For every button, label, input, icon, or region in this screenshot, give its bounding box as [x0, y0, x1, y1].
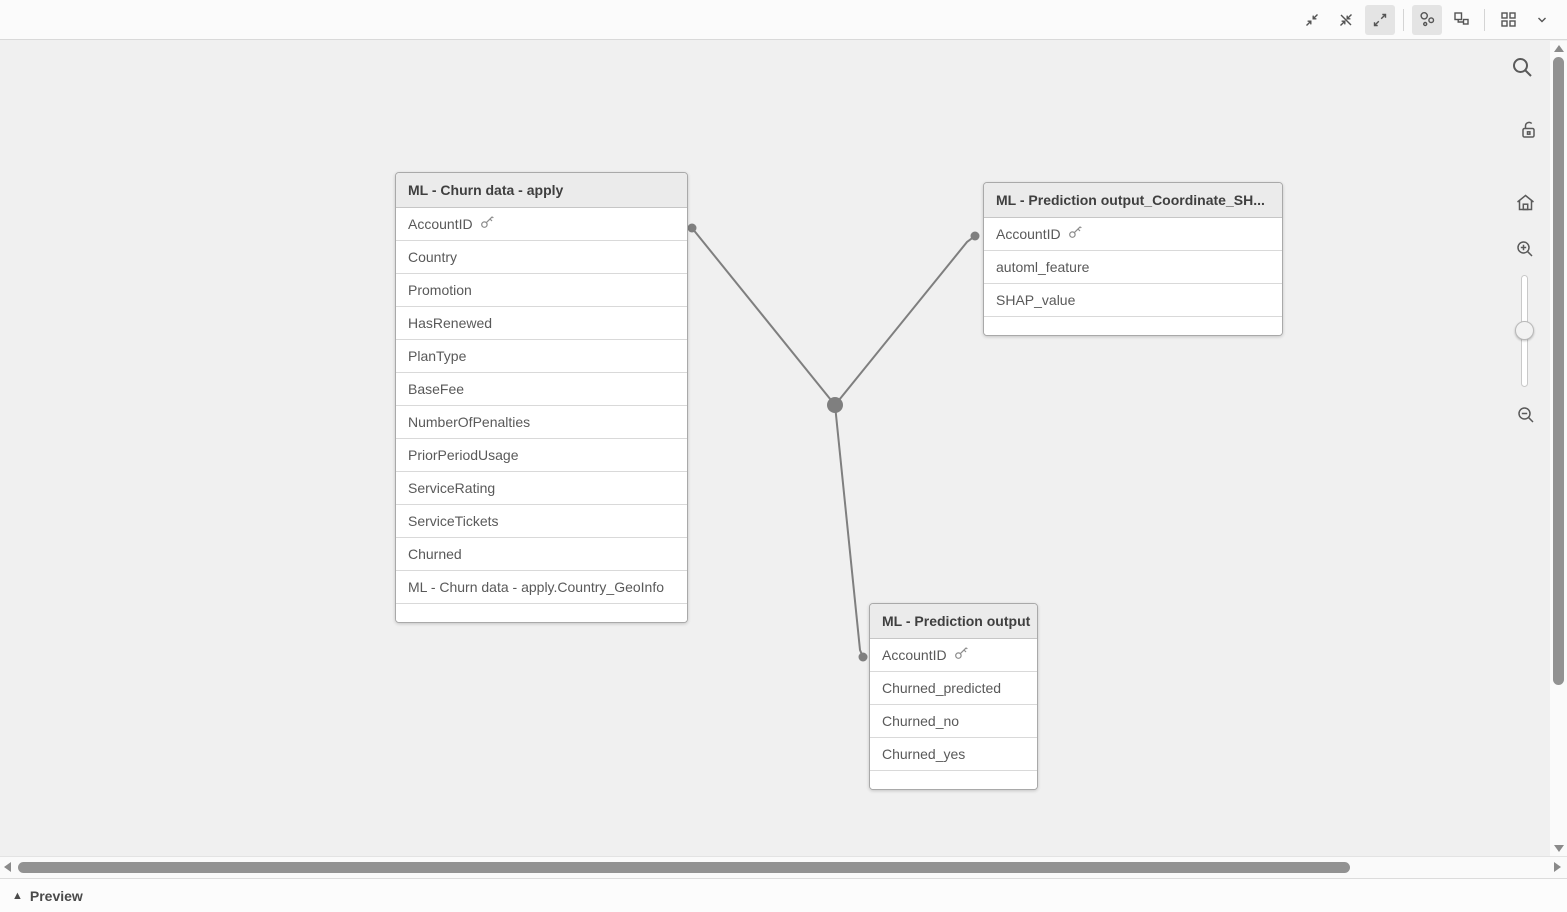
empty-row: [984, 317, 1282, 335]
key-icon: [1068, 218, 1083, 250]
vertical-scrollbar[interactable]: [1550, 41, 1567, 856]
table-ml-prediction-output[interactable]: ML - Prediction output AccountID Churned_…: [869, 603, 1038, 790]
field-row-automl-feature[interactable]: automl_feature: [984, 251, 1282, 284]
field-name: AccountID: [996, 226, 1061, 242]
field-name: Churned_yes: [882, 746, 966, 762]
field-name: automl_feature: [996, 259, 1090, 275]
field-row-accountid[interactable]: AccountID: [396, 208, 687, 241]
table-ml-prediction-output-coordinate-shap[interactable]: ML - Prediction output_Coordinate_SH... …: [983, 182, 1283, 336]
home-icon[interactable]: [1514, 191, 1537, 217]
chevron-down-icon[interactable]: [1527, 5, 1557, 35]
connector-endpoint: [687, 223, 697, 233]
field-name: Country: [408, 249, 458, 265]
field-name: ServiceRating: [408, 480, 496, 496]
key-icon: [954, 639, 969, 671]
connector-endpoint: [858, 652, 868, 662]
zoom-slider-thumb[interactable]: [1515, 321, 1534, 340]
field-row-accountid[interactable]: AccountID: [870, 639, 1037, 672]
triangle-up-icon: ▲: [12, 889, 23, 902]
scroll-down-arrow-icon[interactable]: [1554, 845, 1564, 852]
field-row-priorperiodusage[interactable]: PriorPeriodUsage: [396, 439, 687, 472]
field-row-shap-value[interactable]: SHAP_value: [984, 284, 1282, 317]
table-header[interactable]: ML - Churn data - apply: [396, 173, 687, 208]
field-name: ServiceTickets: [408, 513, 499, 529]
table-ml-churn-data-apply[interactable]: ML - Churn data - apply AccountID Country…: [395, 172, 688, 623]
table-header[interactable]: ML - Prediction output: [870, 604, 1037, 639]
field-name: PriorPeriodUsage: [408, 447, 519, 463]
collapse-arrows-slash-icon[interactable]: [1331, 5, 1361, 35]
search-icon[interactable]: [1510, 55, 1535, 83]
field-name: BaseFee: [408, 381, 465, 397]
top-toolbar: [0, 0, 1567, 40]
field-row-churned-predicted[interactable]: Churned_predicted: [870, 672, 1037, 705]
preview-toggle-button[interactable]: ▲ Preview: [12, 888, 83, 904]
scroll-left-arrow-icon[interactable]: [4, 862, 11, 872]
scroll-right-arrow-icon[interactable]: [1554, 862, 1561, 872]
tables-view-icon[interactable]: [1446, 5, 1476, 35]
association-lines: [687, 223, 980, 662]
field-row-churned[interactable]: Churned: [396, 538, 687, 571]
grid-layout-icon[interactable]: [1493, 5, 1523, 35]
field-name: Churned: [408, 546, 462, 562]
connector-endpoint: [970, 231, 980, 241]
vertical-scrollbar-thumb[interactable]: [1553, 57, 1564, 685]
toolbar-divider: [1403, 8, 1404, 31]
field-row-churned-no[interactable]: Churned_no: [870, 705, 1037, 738]
horizontal-scrollbar-thumb[interactable]: [18, 862, 1350, 873]
field-name: ML - Churn data - apply.Country_GeoInfo: [408, 579, 665, 595]
field-name: AccountID: [408, 216, 473, 232]
field-row-ml-churn-data-apply-country-geoinfo[interactable]: ML - Churn data - apply.Country_GeoInfo: [396, 571, 687, 604]
zoom-in-icon[interactable]: [1515, 239, 1535, 262]
field-row-plantype[interactable]: PlanType: [396, 340, 687, 373]
field-name: AccountID: [882, 647, 947, 663]
table-header[interactable]: ML - Prediction output_Coordinate_SH...: [984, 183, 1282, 218]
expand-arrows-icon[interactable]: [1365, 4, 1395, 35]
field-row-hasrenewed[interactable]: HasRenewed: [396, 307, 687, 340]
bottom-bar: ▲ Preview: [0, 878, 1567, 912]
data-model-canvas[interactable]: ML - Churn data - apply AccountID Country…: [0, 41, 1567, 856]
empty-row: [870, 771, 1037, 789]
scroll-up-arrow-icon[interactable]: [1554, 45, 1564, 52]
unlock-icon[interactable]: [1516, 119, 1538, 144]
collapse-arrows-icon[interactable]: [1297, 5, 1327, 35]
zoom-out-icon[interactable]: [1516, 405, 1536, 428]
field-row-churned-yes[interactable]: Churned_yes: [870, 738, 1037, 771]
field-row-accountid[interactable]: AccountID: [984, 218, 1282, 251]
preview-label: Preview: [29, 887, 83, 904]
field-name: NumberOfPenalties: [408, 414, 531, 430]
key-icon: [480, 208, 495, 240]
field-name: SHAP_value: [996, 292, 1076, 308]
horizontal-scrollbar[interactable]: [0, 856, 1567, 878]
toolbar-divider: [1484, 8, 1485, 31]
bubbles-view-icon[interactable]: [1412, 4, 1442, 35]
field-name: HasRenewed: [408, 315, 493, 331]
field-name: PlanType: [408, 348, 467, 364]
association-junction: [827, 397, 843, 413]
field-name: Promotion: [408, 282, 472, 298]
field-row-numberofpenalties[interactable]: NumberOfPenalties: [396, 406, 687, 439]
field-row-promotion[interactable]: Promotion: [396, 274, 687, 307]
field-row-servicerating[interactable]: ServiceRating: [396, 472, 687, 505]
field-row-servicetickets[interactable]: ServiceTickets: [396, 505, 687, 538]
field-name: Churned_predicted: [882, 680, 1002, 696]
field-name: Churned_no: [882, 713, 960, 729]
field-row-country[interactable]: Country: [396, 241, 687, 274]
field-row-basefee[interactable]: BaseFee: [396, 373, 687, 406]
empty-row: [396, 604, 687, 622]
